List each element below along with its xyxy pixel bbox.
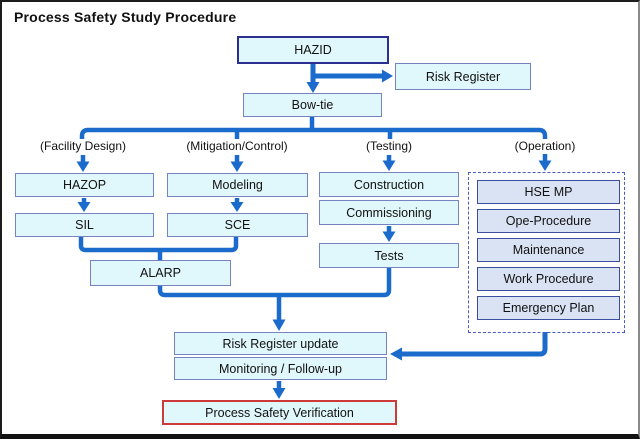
node-modeling: Modeling xyxy=(167,173,308,197)
node-construction: Construction xyxy=(319,172,459,197)
arrowhead-verification xyxy=(272,388,286,399)
arrowhead-branch-facility xyxy=(76,161,90,172)
node-hazop: HAZOP xyxy=(15,173,154,197)
connector-bowtie-distribution-rail xyxy=(79,115,548,139)
arrowhead-riskregisterupdate xyxy=(272,319,286,331)
arrowhead-branch-operation xyxy=(538,160,552,171)
connector-operation-riskregisterupdate xyxy=(402,332,548,357)
node-emergency-plan: Emergency Plan xyxy=(477,296,620,320)
node-alarp: ALARP xyxy=(90,260,231,286)
branch-label-mitigation-control: (Mitigation/Control) xyxy=(186,139,288,153)
node-monitoring-followup: Monitoring / Follow-up xyxy=(174,357,387,380)
arrowhead-riskregister xyxy=(382,69,393,83)
arrowhead-hazop-sil xyxy=(77,202,91,212)
node-bowtie: Bow-tie xyxy=(243,93,382,117)
arrowhead-commissioning-tests xyxy=(382,231,396,242)
node-tests: Tests xyxy=(319,243,459,268)
operation-group-container xyxy=(468,172,625,333)
branch-label-operation: (Operation) xyxy=(514,139,576,153)
node-hazid: HAZID xyxy=(237,36,389,64)
node-process-safety-verification: Process Safety Verification xyxy=(162,400,397,425)
arrowhead-branch-testing xyxy=(382,160,396,171)
branch-label-facility-design: (Facility Design) xyxy=(39,139,127,153)
arrowhead-modeling-sce xyxy=(230,202,244,212)
arrowhead-hazid-bowtie xyxy=(306,82,320,93)
arrowhead-branch-mitigation xyxy=(230,161,244,172)
node-sil: SIL xyxy=(15,213,154,237)
connector-alarp-tests-merge xyxy=(157,267,392,320)
connector-sil-sce-alarp xyxy=(78,236,239,261)
arrowhead-operation-riskregisterupdate xyxy=(390,347,402,361)
node-risk-register-update: Risk Register update xyxy=(174,332,387,355)
branch-label-testing: (Testing) xyxy=(365,139,413,153)
node-sce: SCE xyxy=(167,213,308,237)
node-risk-register: Risk Register xyxy=(395,63,531,90)
node-ope-procedure: Ope-Procedure xyxy=(477,209,620,233)
node-maintenance: Maintenance xyxy=(477,238,620,262)
node-work-procedure: Work Procedure xyxy=(477,267,620,291)
node-hse-mp: HSE MP xyxy=(477,180,620,204)
page-title: Process Safety Study Procedure xyxy=(14,9,237,25)
node-commissioning: Commissioning xyxy=(319,200,459,225)
